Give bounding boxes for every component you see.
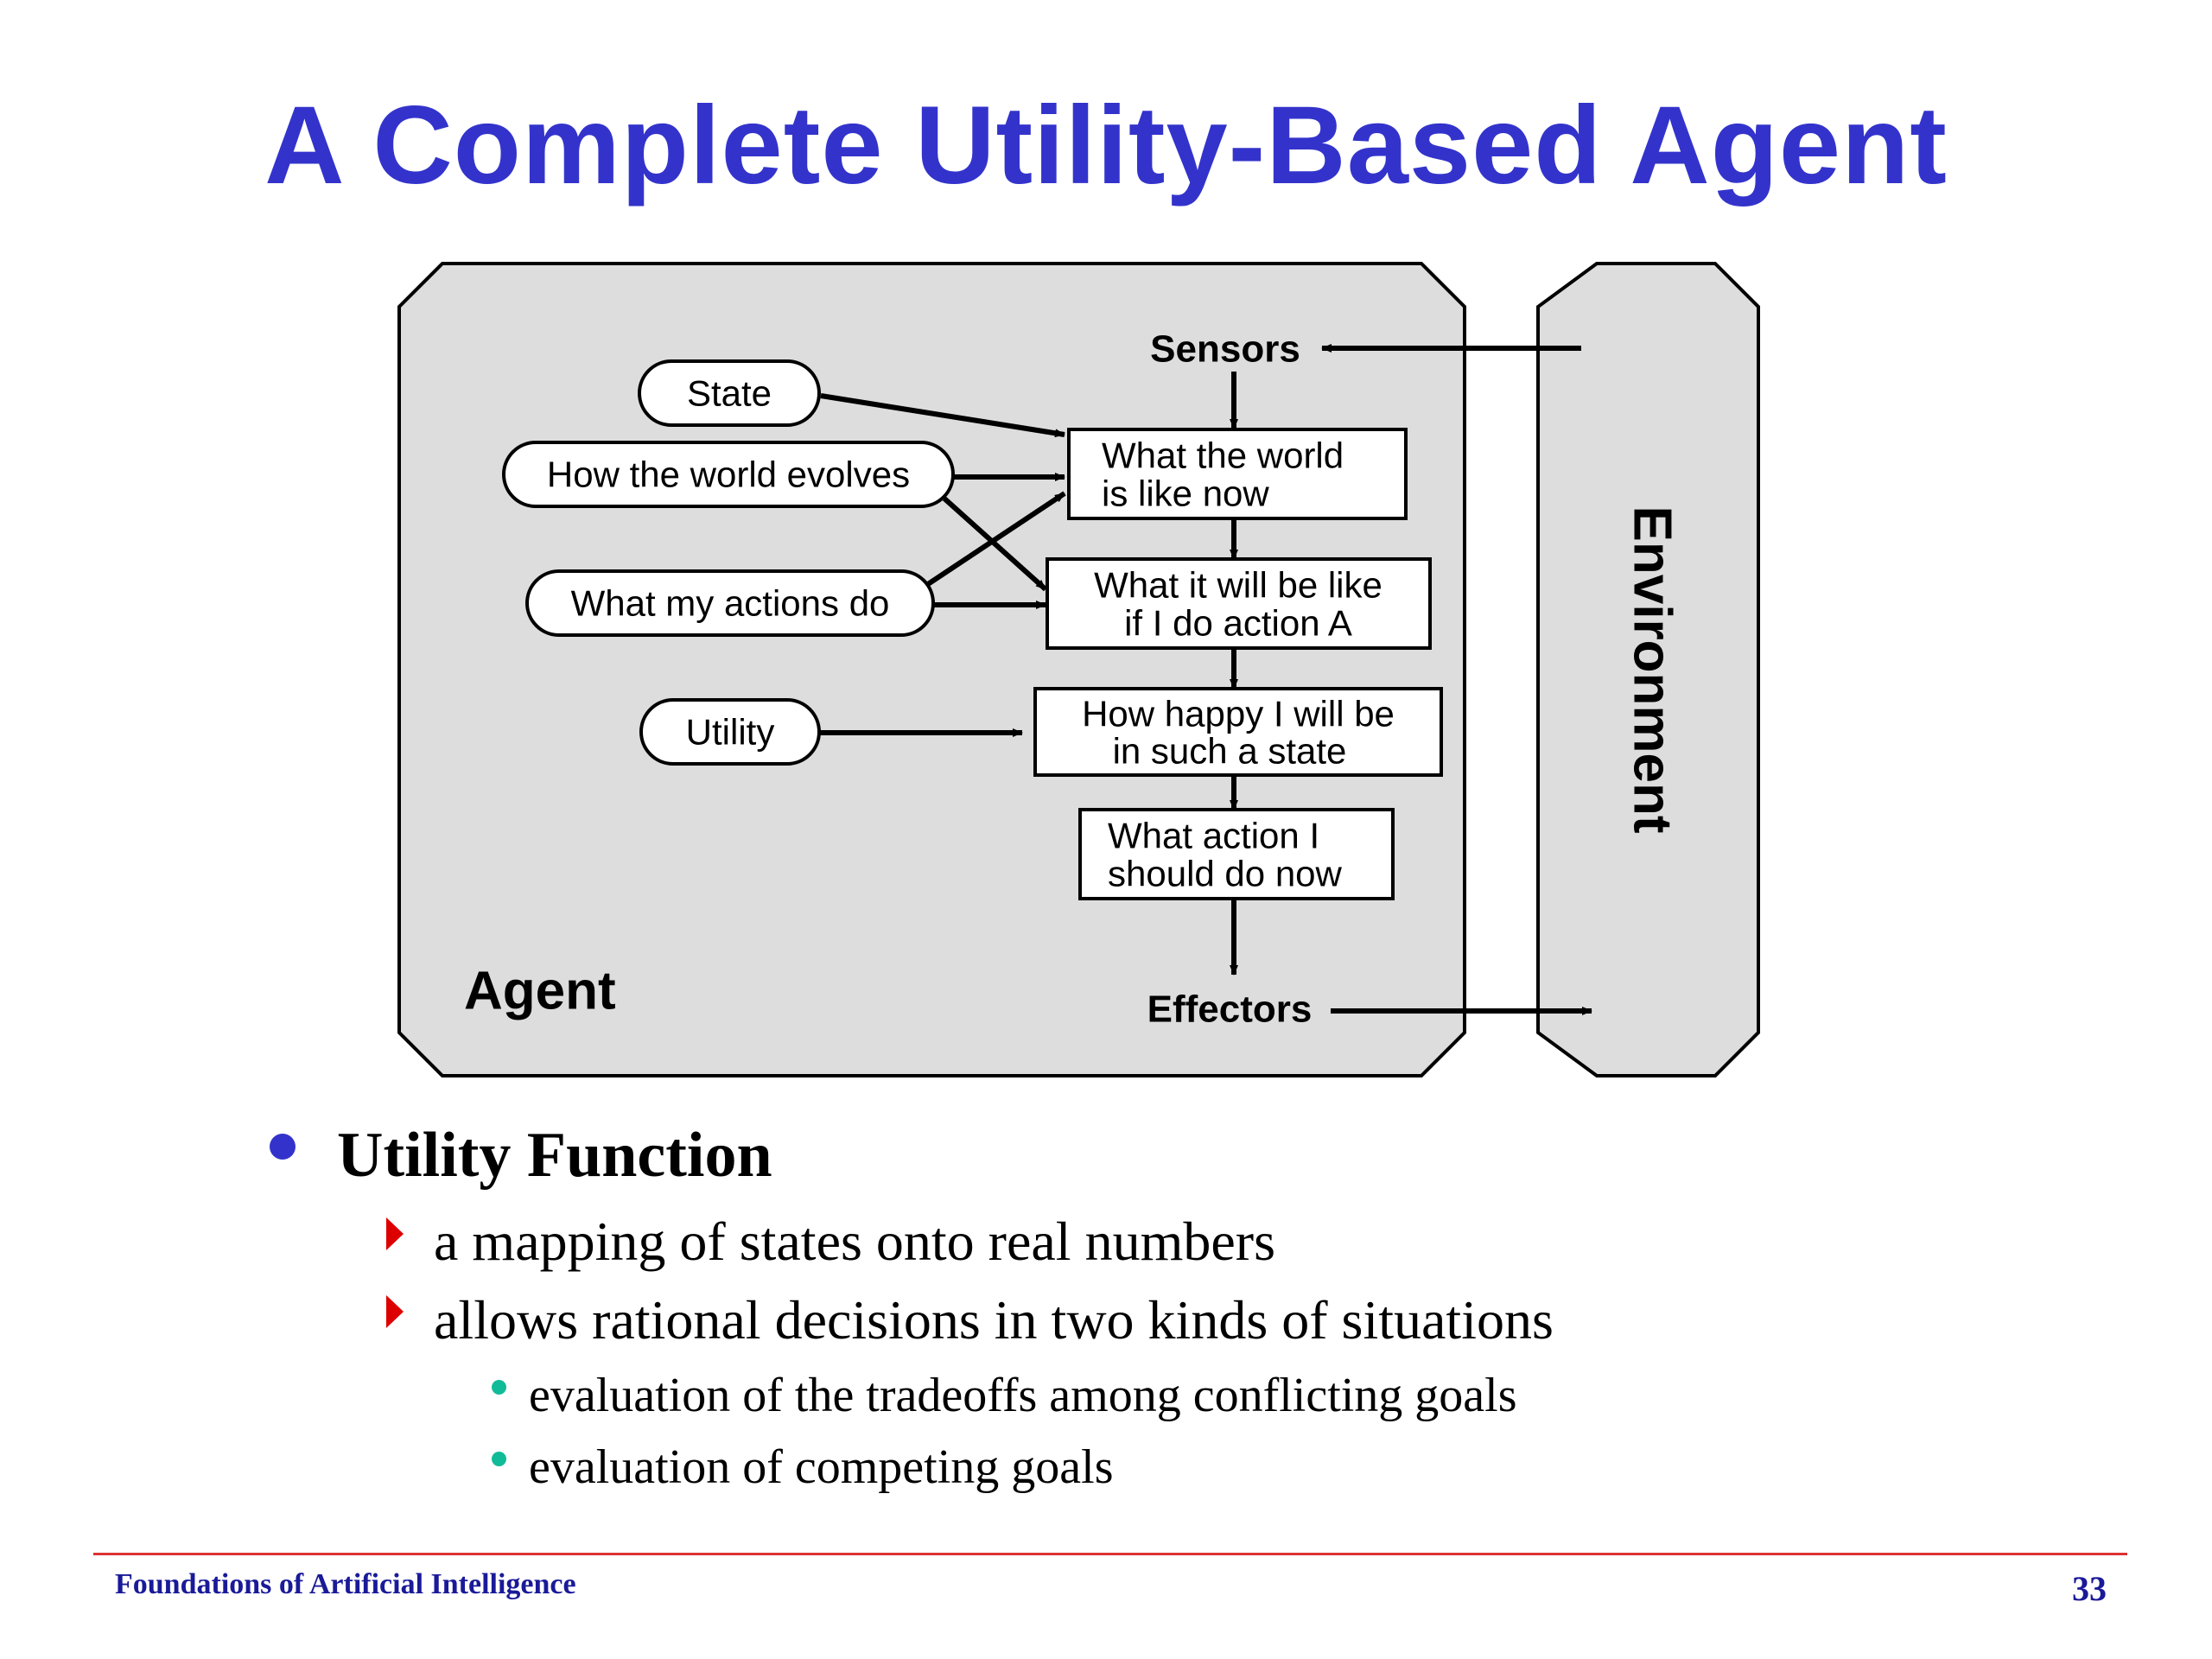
page-title: A Complete Utility-Based Agent bbox=[264, 84, 1948, 207]
world-evolves-label: How the world evolves bbox=[547, 454, 910, 495]
state-to-world-now-arrow bbox=[820, 393, 1065, 438]
bullet-subitem: evaluation of competing goals bbox=[529, 1440, 1114, 1494]
action-line1: What action I bbox=[1108, 816, 1319, 856]
page-number: 33 bbox=[2072, 1569, 2107, 1608]
triangle-bullet-icon bbox=[386, 1295, 404, 1328]
world-evolves-oval bbox=[502, 441, 955, 508]
sensors-label: Sensors bbox=[1150, 328, 1300, 371]
footer-divider bbox=[93, 1553, 2127, 1555]
bullet-item: a mapping of states onto real numbers bbox=[434, 1211, 1275, 1272]
triangle-bullet-icon bbox=[386, 1217, 404, 1250]
action-box bbox=[1078, 808, 1395, 900]
environment-label: Environment bbox=[1623, 506, 1682, 834]
evolves-to-will-be-arrow bbox=[942, 496, 1048, 592]
state-oval bbox=[638, 359, 821, 427]
happy-line1: How happy I will be bbox=[1082, 694, 1395, 734]
agent-label: Agent bbox=[464, 962, 616, 1021]
world-now-line2: is like now bbox=[1102, 474, 1269, 514]
actions-do-oval bbox=[525, 569, 935, 637]
bullet-item: allows rational decisions in two kinds o… bbox=[434, 1289, 1554, 1351]
environment-panel bbox=[1536, 262, 1760, 1077]
happy-box bbox=[1033, 687, 1443, 777]
will-be-box bbox=[1046, 557, 1432, 650]
world-now-line1: What the world bbox=[1102, 435, 1344, 476]
agent-panel bbox=[397, 262, 1466, 1077]
footer-course-title: Foundations of Artificial Intelligence bbox=[115, 1568, 576, 1600]
happy-line2: in such a state bbox=[1113, 731, 1347, 772]
world-now-box bbox=[1067, 428, 1408, 520]
bullet-heading: Utility Function bbox=[337, 1120, 772, 1191]
action-line2: should do now bbox=[1108, 854, 1343, 894]
agent-diagram: State How the world evolves What my acti… bbox=[397, 262, 1760, 1077]
actions-do-label: What my actions do bbox=[571, 583, 890, 624]
small-bullet-icon bbox=[492, 1452, 506, 1466]
utility-oval bbox=[639, 698, 821, 766]
small-bullet-icon bbox=[492, 1380, 506, 1395]
actions-to-world-now-arrow bbox=[926, 491, 1066, 587]
utility-label: Utility bbox=[686, 712, 775, 753]
state-label: State bbox=[687, 373, 772, 414]
heading-bullet-icon bbox=[270, 1134, 296, 1160]
bullet-subitem: evaluation of the tradeoffs among confli… bbox=[529, 1369, 1517, 1422]
will-be-line1: What it will be like bbox=[1094, 565, 1382, 606]
effectors-label: Effectors bbox=[1147, 988, 1313, 1031]
will-be-line2: if I do action A bbox=[1124, 603, 1352, 644]
